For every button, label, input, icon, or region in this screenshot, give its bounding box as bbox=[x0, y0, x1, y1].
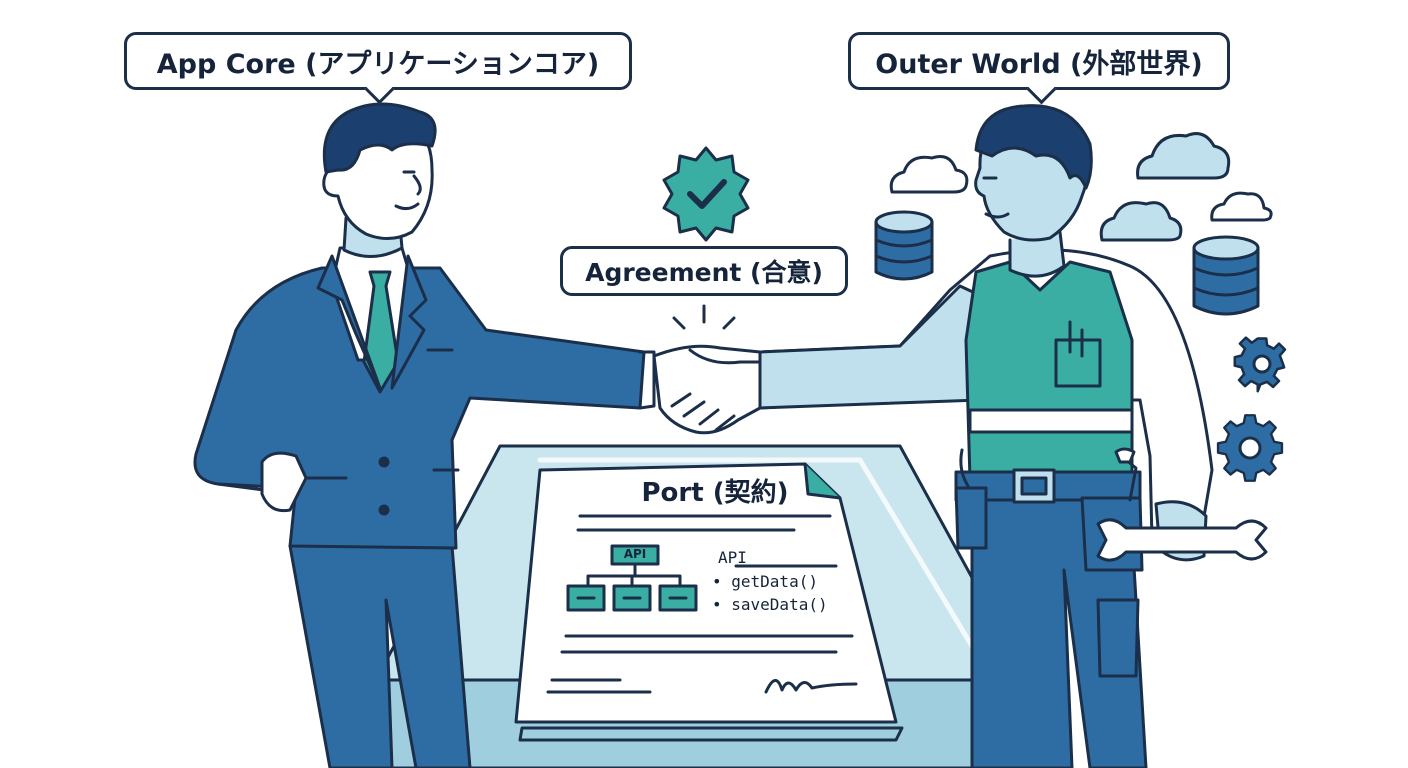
signature-icon bbox=[764, 679, 858, 694]
port-document bbox=[514, 462, 904, 742]
outer-world-person bbox=[758, 104, 1214, 768]
handshake bbox=[652, 344, 762, 435]
api-diagram bbox=[566, 544, 698, 612]
api-method-save-data: • saveData() bbox=[712, 595, 828, 614]
api-box-label: API bbox=[623, 547, 647, 561]
checkmark-badge-icon bbox=[662, 146, 750, 242]
agreement-label: Agreement (合意) bbox=[560, 246, 848, 296]
database-icon bbox=[1192, 235, 1260, 316]
api-heading: API bbox=[718, 548, 747, 567]
port-document-title: Port (契約) bbox=[641, 478, 789, 508]
outer-world-label-text: Outer World (外部世界) bbox=[875, 48, 1203, 80]
cloud-icon bbox=[1136, 132, 1231, 180]
app-core-label: App Core (アプリケーションコア) bbox=[124, 32, 632, 105]
cloud-icon bbox=[1099, 201, 1183, 242]
api-method-name: saveData() bbox=[731, 595, 828, 614]
cloud-icon bbox=[889, 155, 969, 194]
api-method-get-data: • getData() bbox=[712, 572, 818, 591]
sparkle-lines bbox=[672, 304, 736, 330]
cloud-icon bbox=[1210, 191, 1273, 222]
app-core-label-text: App Core (アプリケーションコア) bbox=[156, 48, 600, 80]
wrench-icon bbox=[1114, 447, 1138, 502]
wrench-icon bbox=[1096, 518, 1268, 562]
outer-world-label: Outer World (外部世界) bbox=[848, 32, 1230, 105]
agreement-label-text: Agreement (合意) bbox=[585, 258, 823, 287]
gear-icon bbox=[1216, 414, 1284, 482]
app-core-person bbox=[193, 102, 656, 768]
api-method-name: getData() bbox=[731, 572, 818, 591]
gear-icon bbox=[1233, 336, 1287, 393]
database-icon bbox=[874, 210, 934, 281]
